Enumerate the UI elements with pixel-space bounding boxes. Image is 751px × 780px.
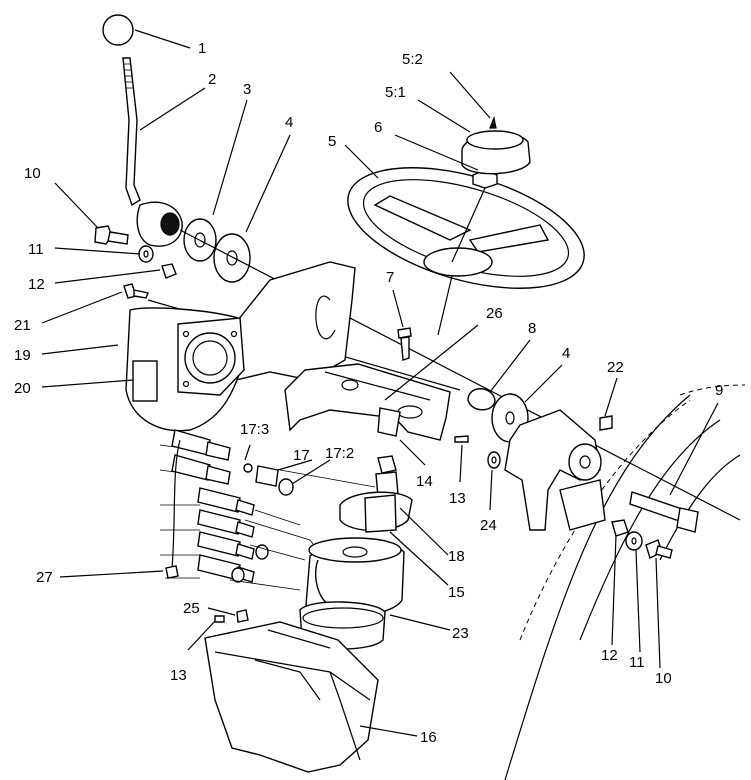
callout-10-left: 10 xyxy=(24,165,41,182)
callout-5-1: 5:1 xyxy=(385,84,406,101)
callout-24: 24 xyxy=(480,517,497,534)
leader-lines xyxy=(41,29,719,737)
lever-knob xyxy=(102,14,134,46)
callout-11-right: 11 xyxy=(629,654,645,671)
callout-5: 5 xyxy=(328,133,336,150)
hydraulic-hose-fittings xyxy=(159,429,376,591)
callout-19: 19 xyxy=(14,347,31,364)
callout-11-left: 11 xyxy=(28,241,44,258)
callout-26: 26 xyxy=(486,305,503,322)
callout-21: 21 xyxy=(14,317,31,334)
callout-13-bottom: 13 xyxy=(170,667,187,684)
washer-4 xyxy=(213,233,251,283)
bushing-8 xyxy=(467,388,496,411)
callout-14: 14 xyxy=(416,473,433,490)
nut-22 xyxy=(599,415,613,431)
callout-5-2: 5:2 xyxy=(402,51,423,68)
callout-20: 20 xyxy=(14,380,31,397)
callout-17-3: 17:3 xyxy=(240,421,269,438)
callout-2: 2 xyxy=(208,71,216,88)
callout-15: 15 xyxy=(448,584,465,601)
lever-rod xyxy=(122,57,141,207)
callout-12-right: 12 xyxy=(601,647,618,664)
callout-16: 16 xyxy=(420,729,437,746)
callout-4-right: 4 xyxy=(562,345,570,362)
callout-6: 6 xyxy=(374,119,382,136)
callout-25: 25 xyxy=(183,600,200,617)
callout-23: 23 xyxy=(452,625,469,642)
label-20 xyxy=(132,360,158,402)
callout-17: 17 xyxy=(293,447,310,464)
callout-17-2: 17:2 xyxy=(325,445,354,462)
callout-10-right: 10 xyxy=(655,670,672,687)
callout-1: 1 xyxy=(198,40,206,57)
gear-lever-assembly xyxy=(102,14,183,247)
callout-3: 3 xyxy=(243,81,251,98)
bolt-9 xyxy=(629,491,686,523)
callout-18: 18 xyxy=(448,548,465,565)
callout-9: 9 xyxy=(715,382,723,399)
callout-8: 8 xyxy=(528,320,536,337)
callout-22: 22 xyxy=(607,359,624,376)
column-bracket-14 xyxy=(284,363,451,441)
callout-27: 27 xyxy=(36,569,53,586)
callout-4: 4 xyxy=(285,114,293,131)
callout-7: 7 xyxy=(386,269,394,286)
mounting-plate xyxy=(229,261,356,381)
pivot-bracket xyxy=(504,409,601,531)
callout-labels: 1 2 3 4 5 5:2 5:1 6 10 11 12 21 19 20 7 … xyxy=(14,40,723,746)
steering-wheel xyxy=(347,167,585,336)
callout-12-left: 12 xyxy=(28,276,45,293)
lower-cover-16 xyxy=(204,621,379,773)
callout-13-right: 13 xyxy=(449,490,466,507)
